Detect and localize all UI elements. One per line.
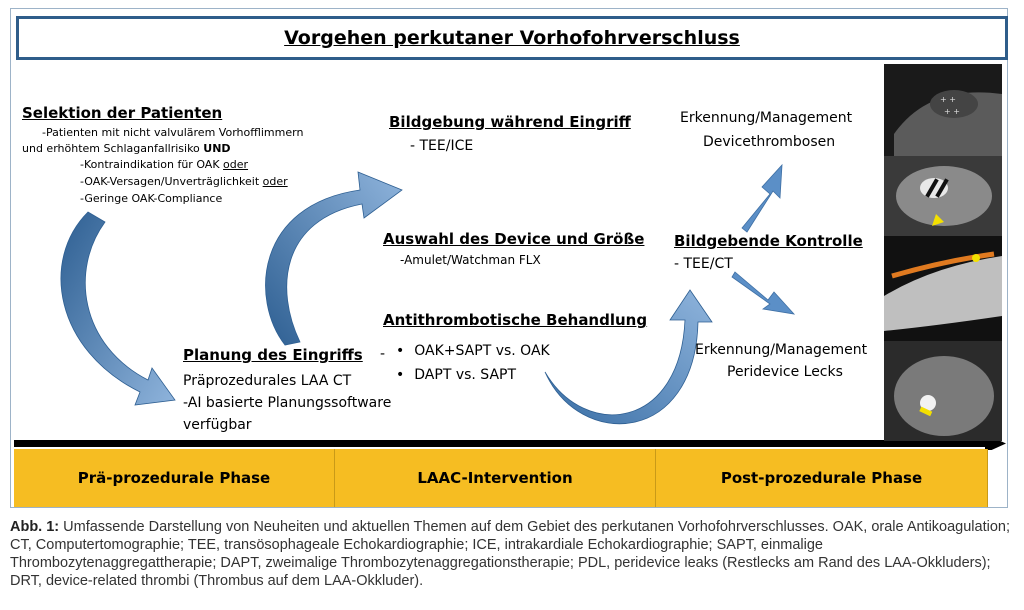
ct-leak-image [884, 341, 1002, 441]
ct-thrombus-image [884, 156, 1002, 236]
lecks-line2: Peridevice Lecks [727, 364, 843, 380]
tee-leak-image [884, 236, 1002, 341]
selektion-line3: -Kontraindikation für OAK oder [80, 158, 249, 171]
behandlung-item-2: DAPT vs. SAPT [396, 365, 516, 385]
curved-arrow-selektion-planung [60, 211, 176, 406]
planung-dash: - [380, 346, 386, 362]
curved-arrow-planung-bildgebung [265, 171, 403, 346]
figure-frame [10, 8, 1008, 508]
planung-line3: verfügbar [183, 417, 252, 433]
svg-text:+ +: + + [944, 107, 960, 116]
caption-text: Umfassende Darstellung von Neuheiten und… [10, 519, 1011, 589]
behandlung-heading: Antithrombotische Behandlung [383, 311, 648, 329]
arrow-to-thrombosen [741, 163, 783, 233]
timeline-bar [14, 440, 989, 447]
selektion-line1: -Patienten mit nicht valvulärem Vorhoffl… [42, 126, 304, 139]
thrombosen-line1: Erkennung/Management [680, 110, 853, 126]
lecks-line1: Erkennung/Management [695, 342, 868, 358]
planung-line1: Präprozedurales LAA CT [183, 373, 352, 389]
phase-pre: Prä-prozedurale Phase [14, 449, 335, 507]
caption-label: Abb. 1: [10, 519, 60, 535]
behandlung-item-1: OAK+SAPT vs. OAK [396, 341, 549, 361]
planung-heading: Planung des Eingriffs [183, 346, 363, 364]
selektion-heading: Selektion der Patienten [22, 104, 223, 122]
figure-caption: Abb. 1: Umfassende Darstellung von Neuhe… [10, 518, 1010, 590]
bildgebung-line1: - TEE/ICE [410, 138, 474, 154]
phase-post: Post-prozedurale Phase [656, 449, 988, 507]
kontrolle-line1: - TEE/CT [674, 256, 733, 272]
curved-arrow-behandlung-kontrolle [544, 289, 713, 425]
bildgebung-heading: Bildgebung während Eingriff [389, 113, 631, 131]
selektion-line2: und erhöhtem Schlaganfallrisiko UND [22, 142, 231, 155]
page-title: Vorgehen perkutaner Vorhofohrverschluss [284, 27, 740, 49]
thrombosen-line2: Devicethrombosen [703, 134, 836, 150]
auswahl-line1: -Amulet/Watchman FLX [400, 253, 541, 267]
title-box: Vorgehen perkutaner Vorhofohrverschluss [16, 16, 1008, 60]
selektion-line5: -Geringe OAK-Compliance [80, 192, 223, 205]
svg-text:+ +: + + [940, 95, 956, 104]
selektion-line4: -OAK-Versagen/Unverträglichkeit oder [80, 175, 288, 188]
arrow-to-lecks [731, 271, 796, 315]
auswahl-heading: Auswahl des Device und Größe [383, 230, 645, 248]
imaging-strip: + + + + [884, 64, 1002, 441]
planung-line2: -AI basierte Planungssoftware [183, 395, 392, 411]
tee-image: + + + + [884, 64, 1002, 156]
flow-arrows [14, 163, 1006, 450]
phase-intervention: LAAC-Intervention [335, 449, 656, 507]
kontrolle-heading: Bildgebende Kontrolle [674, 232, 863, 250]
